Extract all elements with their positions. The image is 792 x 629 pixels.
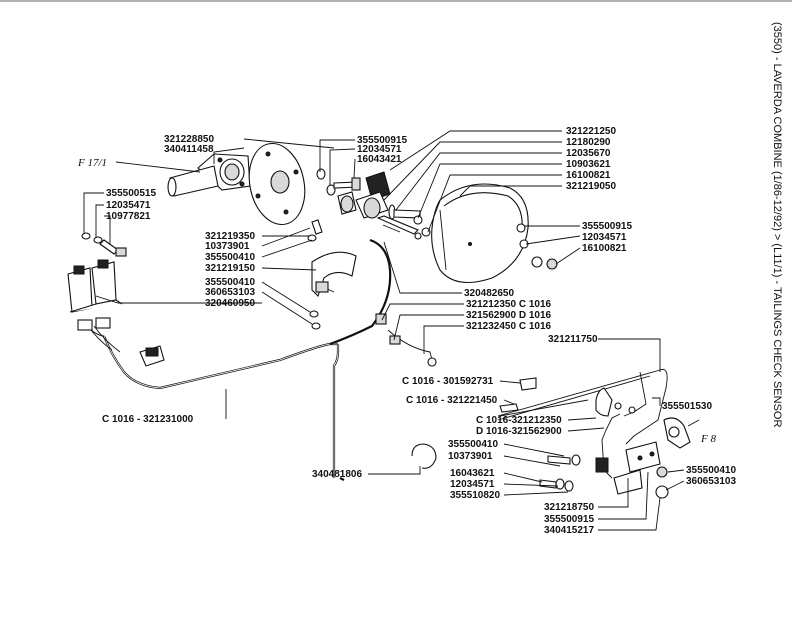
cover-fasteners — [516, 223, 558, 270]
part-label: 355500915 — [357, 135, 407, 146]
part-label: 16100821 — [566, 170, 611, 181]
part-label: C 1016 - 321221450 — [406, 395, 498, 406]
part-label: 355500915 — [582, 221, 632, 232]
clamp-bracket-part — [307, 219, 357, 330]
part-label: 355501530 — [662, 401, 712, 412]
part-label: 321219150 — [205, 263, 255, 274]
leader-lines — [83, 130, 700, 531]
part-label: C 1016 - 321231000 — [102, 414, 194, 425]
part-label: 12034571 — [450, 479, 495, 490]
main-cable — [77, 238, 437, 478]
part-label: 10977821 — [106, 211, 151, 222]
part-label: 12180290 — [566, 137, 611, 148]
part-label: 12034571 — [357, 144, 402, 155]
part-label: 340411458 — [164, 144, 214, 155]
part-label: 321228850 — [164, 134, 214, 145]
part-label: 321219350 — [205, 231, 255, 242]
part-label: 355510820 — [450, 490, 500, 501]
part-label: 360653103 — [205, 287, 255, 298]
part-label: 355500410 — [205, 277, 255, 288]
part-label: 16100821 — [582, 243, 627, 254]
disc-plate-part — [248, 142, 306, 226]
part-label: 321219050 — [566, 181, 616, 192]
fastener-set-top — [316, 168, 361, 215]
part-label: 355500410 — [205, 252, 255, 263]
lower-fasteners — [539, 454, 581, 492]
part-label: 340481806 — [312, 469, 362, 480]
part-label: C 1016 - 301592731 — [402, 376, 494, 387]
sensor-bracket-part — [167, 153, 251, 197]
proximity-sensor-part — [355, 171, 431, 240]
part-label: 321211750 — [548, 334, 598, 345]
part-label: 12035670 — [566, 148, 611, 159]
part-label: 12034571 — [582, 232, 627, 243]
part-label: 355500410 — [448, 439, 498, 450]
part-label: 320460950 — [205, 298, 255, 309]
cable-clip-part — [411, 443, 437, 469]
part-label: 321562900 D 1016 — [466, 310, 552, 321]
part-label: 10373901 — [448, 451, 493, 462]
part-label: 321232450 C 1016 — [466, 321, 552, 332]
part-label: 321212350 C 1016 — [466, 299, 552, 310]
part-label: 10373901 — [205, 241, 250, 252]
part-label: 360653103 — [686, 476, 736, 487]
part-label: 320482650 — [464, 288, 514, 299]
ref-f17: F 17/1 — [77, 157, 107, 169]
connector-pair-part — [67, 259, 123, 313]
part-label: 321218750 — [544, 502, 594, 513]
part-label: 355500410 — [686, 465, 736, 476]
part-label: 16043621 — [450, 468, 495, 479]
part-label: 10903621 — [566, 159, 611, 170]
part-label: 321221250 — [566, 126, 616, 137]
part-label: 355500515 — [106, 188, 156, 199]
part-label: 16043421 — [357, 154, 402, 165]
side-title: (3550) - LAVERDA COMBINE (1/86-12/92) > … — [771, 22, 783, 427]
part-label: D 1016-321562900 — [476, 426, 562, 437]
part-label: 12035471 — [106, 200, 151, 211]
sensor-cover-part — [431, 183, 529, 284]
part-label: C 1016-321212350 — [476, 415, 562, 426]
ref-f8: F 8 — [700, 433, 716, 445]
right-cable-and-sensor — [339, 368, 691, 499]
part-label: 340415217 — [544, 525, 594, 536]
part-label: 355500915 — [544, 514, 594, 525]
left-bolt-set — [81, 232, 127, 257]
